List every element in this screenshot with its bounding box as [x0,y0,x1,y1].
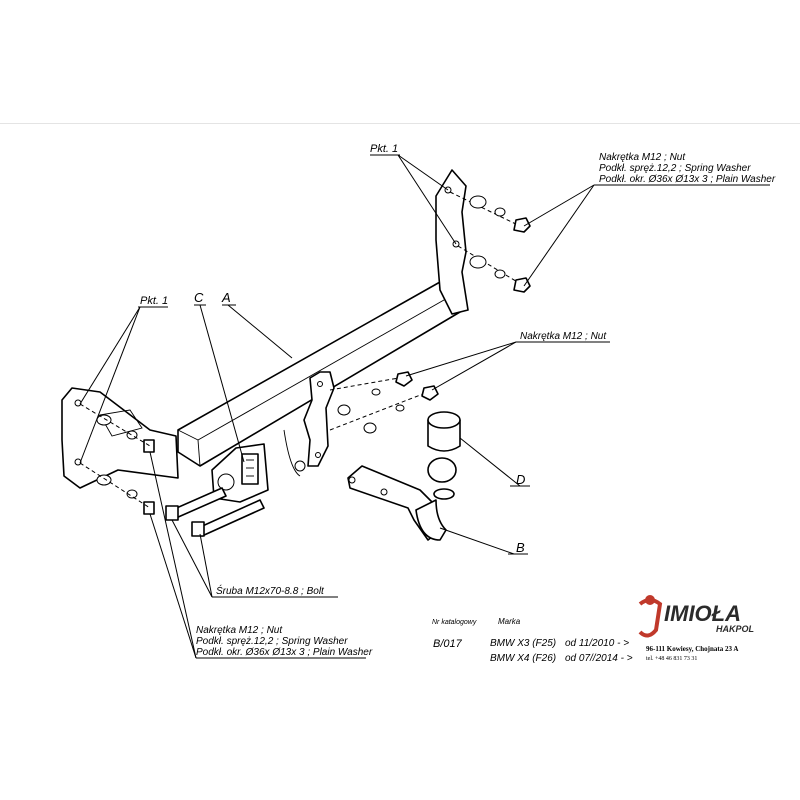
left-bracket-plate [61,387,179,489]
middle-nut-callout: Nakrętka M12 ; Nut [520,331,607,342]
catalog-marka-header: Marka [498,617,521,626]
bottom-left-callout-line1: Nakrętka M12 ; Nut [196,625,283,636]
tow-ball-neck [347,457,457,541]
logo-text: IMIOŁA [664,601,741,626]
ball-cap [427,411,461,452]
left-washers [96,414,155,515]
leader-lines [79,154,770,659]
company-logo: IMIOŁA HAKPOL [638,595,754,638]
logo-ball-icon [645,595,655,605]
top-right-callout-line2: Podkł. spręż.12,2 ; Spring Washer [599,163,751,174]
pkt1-left-label: Pkt. 1 [140,295,168,307]
catalog-number: B/017 [433,638,463,650]
top-right-callout-line1: Nakrętka M12 ; Nut [599,152,686,163]
center-washers [337,371,439,434]
bottom-left-callout-line2: Podkł. spręż.12,2 ; Spring Washer [196,636,348,647]
bottom-left-callout-line3: Podkł. okr. Ø36x Ø13x 3 ; Plain Washer [196,647,373,658]
part-b-label: B [516,540,525,555]
right-washers [469,195,531,293]
model-1-name: BMW X3 (F25) [490,638,556,649]
right-bracket-plate [435,169,469,315]
company-address: 96-111 Kowiesy, Chojnata 23 A [646,645,738,653]
part-d-label: D [516,472,525,487]
pkt1-top-label: Pkt. 1 [370,143,398,155]
bolts [165,487,265,537]
logo-subtext: HAKPOL [716,624,754,634]
hook-logo-icon [638,598,663,638]
top-right-callout-line3: Podkł. okr. Ø36x Ø13x 3 ; Plain Washer [599,174,776,185]
part-c-label: C [194,290,204,305]
center-bracket [283,371,335,477]
model-2-name: BMW X4 (F26) [490,653,556,664]
model-1-from: od 11/2010 - > [565,638,629,649]
top-divider [0,123,800,124]
part-a-label: A [221,290,231,305]
catalog-nr-header: Nr katalogowy [432,619,477,626]
socket-plate [211,443,269,503]
bolt-callout: Śruba M12x70-8.8 ; Bolt [216,584,325,597]
model-2-from: od 07//2014 - > [565,653,633,664]
company-phone: tel. +48 46 831 73 31 [646,656,697,662]
